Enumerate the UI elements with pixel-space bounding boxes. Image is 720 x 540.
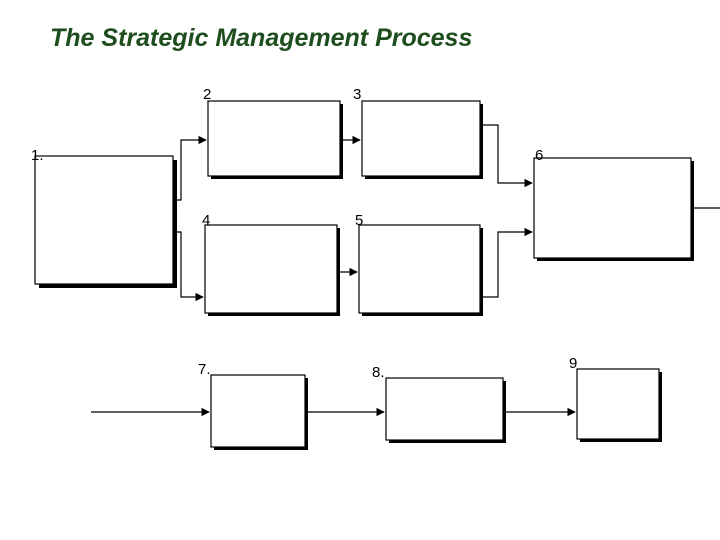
box-7-number: 7. xyxy=(198,361,211,378)
connector-3-to-6 xyxy=(482,124,533,188)
box-2 xyxy=(207,100,343,179)
box-3 xyxy=(361,100,483,179)
box-2-number: 2 xyxy=(203,86,211,103)
box-6-number: 6 xyxy=(535,147,543,164)
diagram-title: The Strategic Management Process xyxy=(50,24,473,52)
connector-5-to-6 xyxy=(482,227,533,298)
box-1 xyxy=(34,155,177,288)
box-5-number: 5 xyxy=(355,212,363,229)
connector-1-to-4 xyxy=(175,231,204,302)
box-7 xyxy=(210,374,308,450)
box-6 xyxy=(533,157,694,261)
box-9-number: 9 xyxy=(569,355,577,372)
box-8-number: 8. xyxy=(372,364,385,381)
box-1-number: 1. xyxy=(31,147,44,164)
box-4-number: 4 xyxy=(202,212,210,229)
box-8 xyxy=(385,377,506,443)
box-3-number: 3 xyxy=(353,86,361,103)
box-4 xyxy=(204,224,340,316)
box-5 xyxy=(358,224,483,316)
box-9 xyxy=(576,368,662,442)
connector-1-to-2 xyxy=(175,135,207,201)
